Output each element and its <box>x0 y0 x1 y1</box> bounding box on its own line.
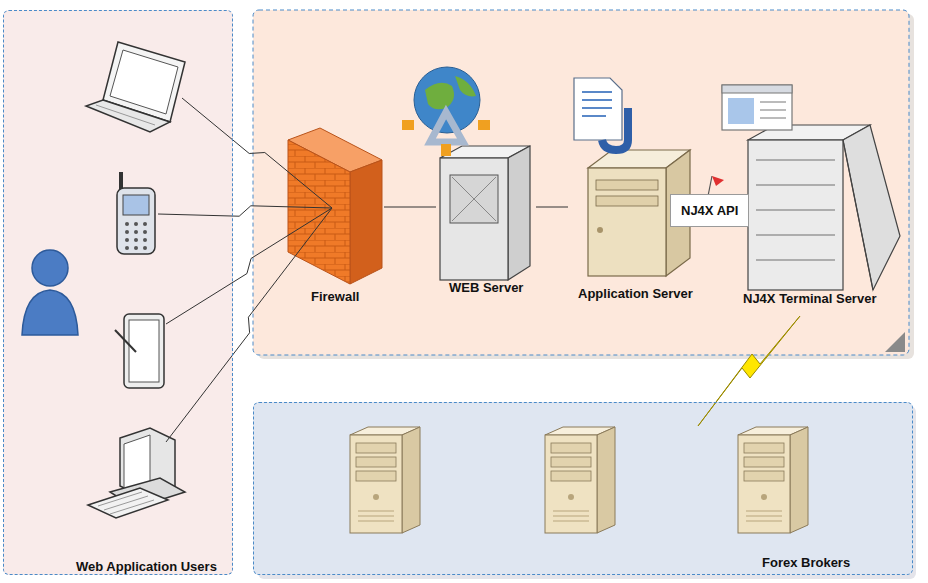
broker-server-icon <box>350 427 420 533</box>
users-panel: Web Application Users <box>3 10 233 575</box>
application-server-icon <box>574 78 690 276</box>
broker-server-icon <box>738 427 808 533</box>
panel-label: Forex Brokers <box>762 555 850 570</box>
laptop-icon <box>86 42 185 132</box>
broker-server-icon <box>545 427 615 533</box>
firewall-node: Firewall <box>286 128 384 306</box>
phone-icon <box>117 172 155 254</box>
node-label: Firewall <box>311 289 359 304</box>
brokers-panel-ground <box>253 402 913 575</box>
user-icon <box>22 250 78 335</box>
connector-label: NJ4X API <box>670 194 749 227</box>
tablet-icon <box>115 314 164 388</box>
node-label: NJ4X Terminal Server <box>743 291 876 306</box>
node-label: WEB Server <box>449 280 523 295</box>
firewall-icon <box>288 128 382 284</box>
desktop-icon <box>88 428 185 518</box>
node-label: Application Server <box>578 286 693 301</box>
web-server-node: WEB Server <box>436 80 536 302</box>
connector <box>536 207 568 208</box>
terminal-server-icon <box>722 85 900 290</box>
panel-corner <box>885 332 905 352</box>
panel-label: Web Application Users <box>76 559 217 574</box>
users-panel-ground <box>3 10 233 575</box>
servers-panel <box>253 10 909 355</box>
brokers-panel: Forex Brokers <box>253 402 913 575</box>
connector <box>158 98 332 442</box>
connector <box>698 316 800 426</box>
web-server-icon <box>402 67 530 280</box>
application-server-node: Application Server <box>568 74 702 306</box>
flag-icon <box>708 176 724 196</box>
connector <box>384 207 436 208</box>
